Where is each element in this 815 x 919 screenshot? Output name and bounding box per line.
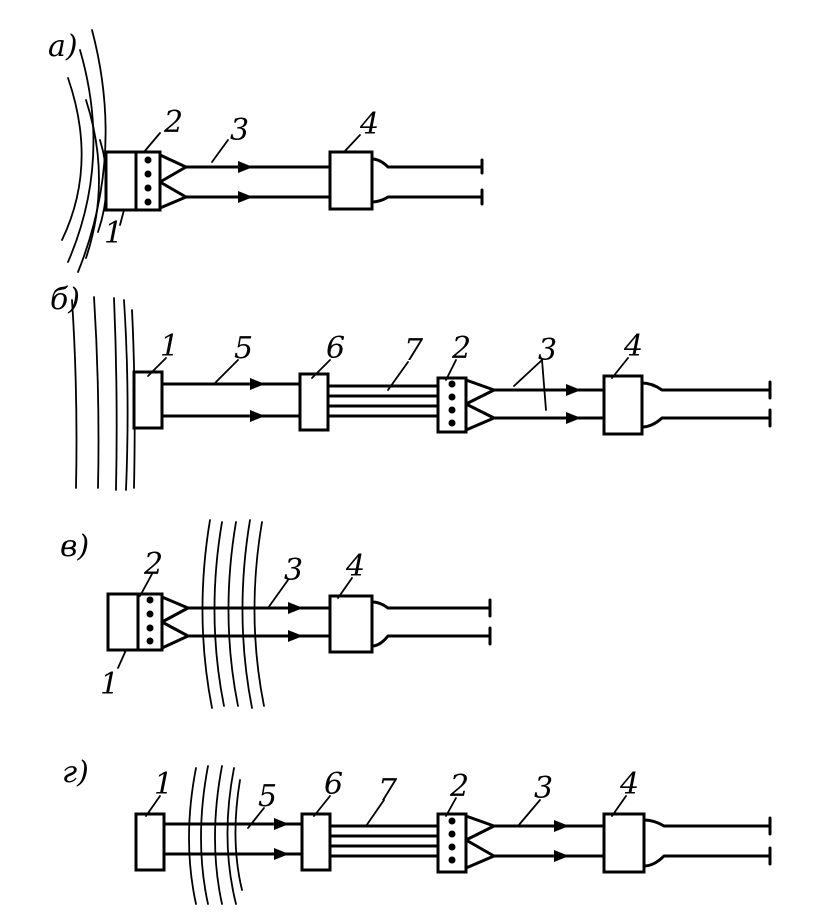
panel-a-label-3: 3	[230, 113, 249, 148]
panel-v-label-4: 4	[345, 549, 365, 584]
panel-a: а)	[48, 29, 484, 273]
panel-b-label-5: 5	[234, 331, 253, 366]
panel-g-label-3: 3	[534, 771, 553, 806]
panel-a-block-1	[104, 150, 138, 212]
panel-b-bundle-7	[326, 384, 440, 418]
panel-g-label-5: 5	[258, 779, 277, 814]
panel-b-block-4	[602, 374, 644, 436]
panel-b-label-3: 3	[538, 333, 557, 368]
panel-g-block-4	[602, 812, 646, 874]
panel-g-arcs	[188, 765, 243, 905]
panel-v: в) 2 3 4	[60, 519, 492, 709]
panel-a-block-2-dots	[144, 156, 152, 206]
panel-b-block-1	[132, 370, 164, 430]
panel-b-label-2: 2	[451, 331, 471, 366]
panel-g: г)	[62, 755, 772, 905]
panel-g-label-4: 4	[619, 767, 639, 802]
panel-a-label-4: 4	[359, 107, 379, 142]
panel-b-label-4: 4	[623, 329, 643, 364]
panel-g-label-1: 1	[154, 767, 173, 802]
panel-g-title: г)	[62, 755, 89, 790]
panel-b-label-7: 7	[404, 333, 424, 368]
panel-a-title: а)	[48, 29, 78, 64]
panel-g-block-1	[134, 812, 166, 872]
panel-b-block-2-dots	[448, 380, 456, 427]
panel-g-block-6	[300, 812, 332, 872]
panel-b-label-6: 6	[326, 331, 345, 366]
panel-v-block-4	[328, 594, 374, 654]
panel-v-label-1: 1	[100, 667, 119, 702]
panel-a-arcs	[61, 29, 108, 273]
panel-b-arcs	[71, 296, 136, 491]
panel-g-label-2: 2	[449, 769, 469, 804]
panel-a-block-4	[328, 150, 374, 211]
panel-v-title: в)	[60, 529, 89, 564]
panel-g-bundle-7	[328, 824, 440, 858]
panel-b-title: б)	[50, 282, 80, 317]
panel-b: б)	[50, 282, 772, 491]
panel-b-label-1: 1	[160, 329, 179, 364]
panel-g-block-2-dots	[448, 817, 456, 864]
panel-v-arcs	[201, 519, 265, 709]
panel-v-label-2: 2	[143, 547, 163, 582]
panel-a-label-1: 1	[104, 216, 123, 251]
panel-b-block-6	[298, 372, 330, 432]
panel-g-label-6: 6	[324, 767, 343, 802]
panel-v-block-2-dots	[146, 596, 154, 645]
panel-a-label-2: 2	[163, 105, 183, 140]
panel-g-label-7: 7	[378, 773, 398, 808]
panel-v-block-1	[106, 592, 140, 652]
panel-v-label-3: 3	[284, 553, 303, 588]
